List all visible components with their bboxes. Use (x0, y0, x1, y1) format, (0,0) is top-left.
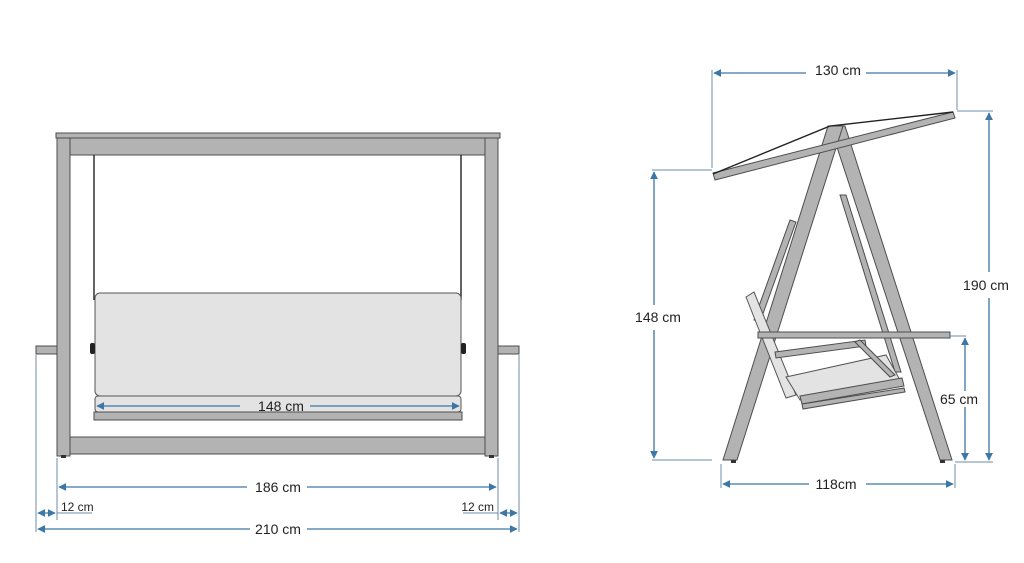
rear-hanger (839, 194, 902, 373)
left-foot-stub (35, 345, 58, 355)
left-foot-pad (61, 455, 66, 458)
seat-strut (854, 339, 896, 378)
right-post (484, 137, 499, 457)
front-foot-pad (731, 460, 736, 463)
left-hinge (90, 343, 95, 354)
seat-back-cushion (94, 292, 462, 397)
base-depth-label: 118cm (816, 476, 857, 492)
seat-slats (799, 377, 905, 405)
right-overhang-label: 12 cm (461, 500, 494, 514)
total-width-label: 210 cm (255, 521, 301, 537)
inner-width-label: 186 cm (255, 479, 301, 495)
right-foot-stub (497, 345, 520, 355)
bottom-beam (69, 436, 486, 455)
left-post (56, 137, 71, 457)
seat-width-label: 148 cm (258, 398, 304, 414)
canopy-cover-line (712, 111, 954, 175)
seat-back-side (745, 291, 797, 399)
armrest-label-bg (938, 391, 982, 407)
rear-foot-pad (940, 460, 945, 463)
canopy-depth-label: 130 cm (815, 62, 861, 78)
front-view: 148 cm 186 cm 12 cm 12 cm 210 cm (35, 132, 520, 537)
top-beam (69, 137, 487, 156)
front-leg (722, 125, 844, 461)
armrest-height-label: 65 cm (940, 391, 978, 407)
side-view: 130 cm 148 cm 190 cm 65 cm 118cm (635, 62, 1009, 492)
seat-base (93, 411, 463, 421)
seat-support-bar (774, 339, 867, 359)
right-hinge (461, 343, 466, 354)
canopy-low-height-label: 148 cm (635, 309, 681, 325)
top-cap-plate (55, 132, 501, 139)
left-overhang-label: 12 cm (61, 500, 94, 514)
rear-leg (829, 125, 953, 461)
canopy-bar (712, 111, 956, 181)
total-height-label: 190 cm (963, 277, 1009, 293)
seat-base-bar (801, 387, 906, 410)
cross-bar (757, 331, 951, 339)
right-foot-pad (489, 455, 494, 458)
